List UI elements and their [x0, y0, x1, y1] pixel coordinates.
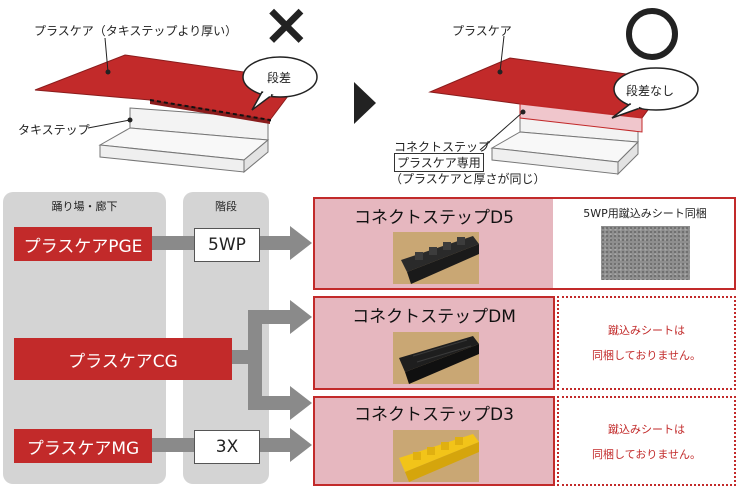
- floor-panel-title: 踊り場・廊下: [51, 200, 118, 213]
- product-d5-photo: [393, 232, 479, 284]
- no-kick-sheet-note-dm-line1: 蹴込みシートは: [608, 324, 685, 337]
- top-right-illustration: プラスケア 段差なし ○ コネクトステップ プラスケア専用 （プラスケアと厚さが…: [380, 0, 740, 190]
- plascare-pge-box: プラスケアPGE: [14, 227, 152, 261]
- plascare-cg-box: プラスケアCG: [14, 338, 232, 380]
- connect-step-label: コネクトステップ: [394, 140, 491, 154]
- note-box-dm: [557, 296, 736, 390]
- plascare-label: プラスケア: [452, 24, 512, 38]
- yellow-step-nosing-image: [399, 434, 479, 482]
- step-illustration-good: [428, 35, 699, 176]
- plascare-thick-label: プラスケア（タキステップより厚い）: [34, 24, 238, 38]
- stairs-panel-title: 階段: [215, 200, 237, 213]
- plascare-exclusive-label: プラスケア専用: [394, 153, 484, 172]
- no-kick-sheet-note-d3-line1: 蹴込みシートは: [608, 423, 685, 436]
- product-d3-title: コネクトステップD3: [354, 405, 514, 425]
- product-dm-title: コネクトステップDM: [352, 307, 516, 327]
- circle-mark-icon: ○: [626, 8, 678, 60]
- no-step-bubble-text: 段差なし: [626, 84, 675, 98]
- note-box-d3: [557, 396, 736, 486]
- product-dm-photo: [393, 332, 479, 384]
- kick-sheet-image: [601, 226, 690, 280]
- dark-step-nosing-image: [401, 236, 479, 284]
- product-d5-title: コネクトステップD5: [354, 208, 514, 228]
- black-step-nosing-image: [399, 336, 479, 384]
- stairs-3x-box: 3X: [194, 430, 260, 464]
- kick-sheet-note-title: 5WP用蹴込みシート同梱: [583, 207, 707, 220]
- triangle-arrow-icon: [354, 82, 376, 124]
- cross-mark-icon: ×: [262, 0, 311, 58]
- takistep-label: タキステップ: [18, 123, 90, 137]
- no-kick-sheet-note-dm-line2: 同梱しておりません。: [591, 349, 701, 362]
- top-left-illustration: プラスケア（タキステップより厚い） 段差 タキステップ ×: [0, 0, 340, 190]
- same-thickness-label: （プラスケアと厚さが同じ）: [390, 172, 546, 186]
- stairs-5wp-box: 5WP: [194, 228, 260, 262]
- plascare-mg-box: プラスケアMG: [14, 429, 152, 463]
- step-illustration-bad: [34, 37, 318, 174]
- product-d3-photo: [393, 430, 479, 482]
- step-gap-bubble-text: 段差: [267, 71, 292, 85]
- no-kick-sheet-note-d3-line2: 同梱しておりません。: [591, 448, 701, 461]
